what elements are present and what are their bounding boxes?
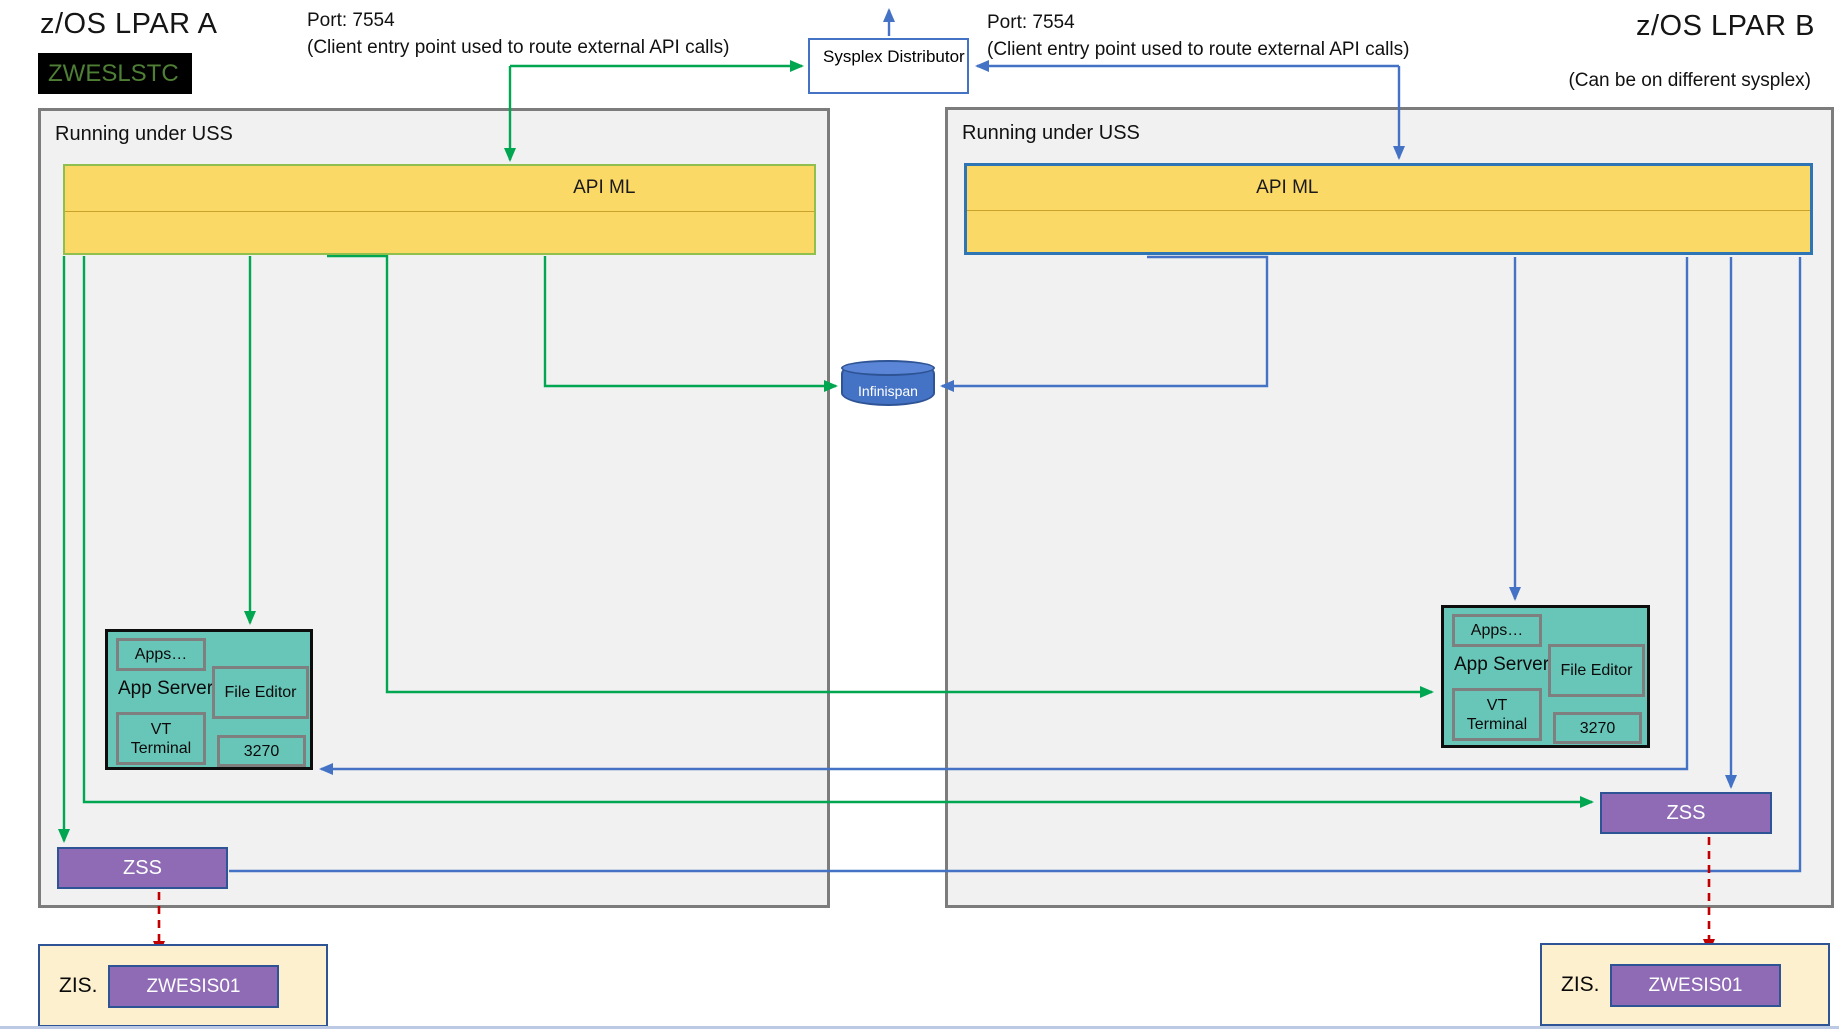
uss-label-lpar-b: Running under USS (962, 122, 1140, 144)
zwesis01-box-lpar-b: ZWESIS01 (1610, 964, 1781, 1007)
apiml-label-lpar-b: API ML (1256, 177, 1319, 198)
port-note-left-line2: (Client entry point used to route extern… (307, 37, 730, 58)
arrow-apimlA-to-infinispan (543, 256, 838, 392)
terminal-3270-box-lpar-a: 3270 (217, 735, 306, 767)
port-note-left: Port: 7554 (Client entry point used to r… (307, 7, 729, 61)
app-server-title-lpar-b: App Server (1454, 654, 1550, 675)
app-server-lpar-a: Apps… App Server File Editor VT Terminal… (105, 629, 313, 770)
port-note-right: Port: 7554 (Client entry point used to r… (987, 9, 1409, 63)
arrow-apimlA-to-appserverB (327, 254, 1434, 698)
zss-server-lpar-b: ZSS (1600, 792, 1772, 834)
apiml-divider-lpar-a (65, 211, 814, 212)
apiml-label-lpar-a: API ML (573, 177, 636, 198)
zis-box-lpar-b: ZIS. ZWESIS01 (1540, 943, 1830, 1026)
infinispan-datastore: Infinispan (841, 360, 935, 406)
terminal-3270-box-lpar-b: 3270 (1553, 712, 1642, 744)
infinispan-label: Infinispan (858, 383, 918, 399)
lpar-a-title: z/OS LPAR A (40, 8, 218, 40)
line-zssA-to-apimlB (229, 257, 1802, 873)
zweslstc-started-task: ZWESLSTC (38, 53, 192, 94)
apiml-divider-lpar-b (967, 210, 1810, 211)
zis-box-lpar-a: ZIS. ZWESIS01 (38, 944, 328, 1027)
file-editor-box-lpar-a: File Editor (212, 666, 309, 719)
apiml-gateway-lpar-b: API ML (964, 163, 1813, 255)
vt-terminal-box-lpar-b: VT Terminal (1452, 688, 1542, 741)
zis-label-lpar-a: ZIS. (59, 973, 98, 997)
uss-label-lpar-a: Running under USS (55, 123, 233, 145)
zis-label-lpar-b: ZIS. (1561, 972, 1600, 996)
zwesis01-box-lpar-a: ZWESIS01 (108, 965, 279, 1008)
app-server-title-lpar-a: App Server (118, 678, 214, 699)
port-note-left-line1: Port: 7554 (307, 10, 395, 31)
app-server-lpar-b: Apps… App Server File Editor VT Terminal… (1441, 605, 1650, 748)
zss-server-lpar-a: ZSS (57, 847, 228, 889)
arrow-apimlB-to-infinispan (940, 255, 1269, 392)
arrow-apimlB-to-appserverA (319, 257, 1689, 775)
lpar-b-title: z/OS LPAR B (1635, 10, 1815, 42)
apps-box-lpar-b: Apps… (1452, 614, 1542, 647)
apps-box-lpar-a: Apps… (116, 638, 206, 671)
window-bottom-edge (0, 1026, 1839, 1029)
arrow-apimlA-to-zssB (82, 256, 1594, 808)
port-note-right-line2: (Client entry point used to route extern… (987, 39, 1410, 60)
lpar-b-subtitle: (Can be on different sysplex) (1568, 70, 1811, 91)
port-note-right-line1: Port: 7554 (987, 12, 1075, 33)
sysplex-distributor-box: Sysplex Distributor (808, 38, 969, 94)
file-editor-box-lpar-b: File Editor (1548, 644, 1645, 697)
cylinder-top (841, 360, 935, 376)
apiml-gateway-lpar-a: API ML (63, 164, 816, 255)
vt-terminal-box-lpar-a: VT Terminal (116, 712, 206, 765)
